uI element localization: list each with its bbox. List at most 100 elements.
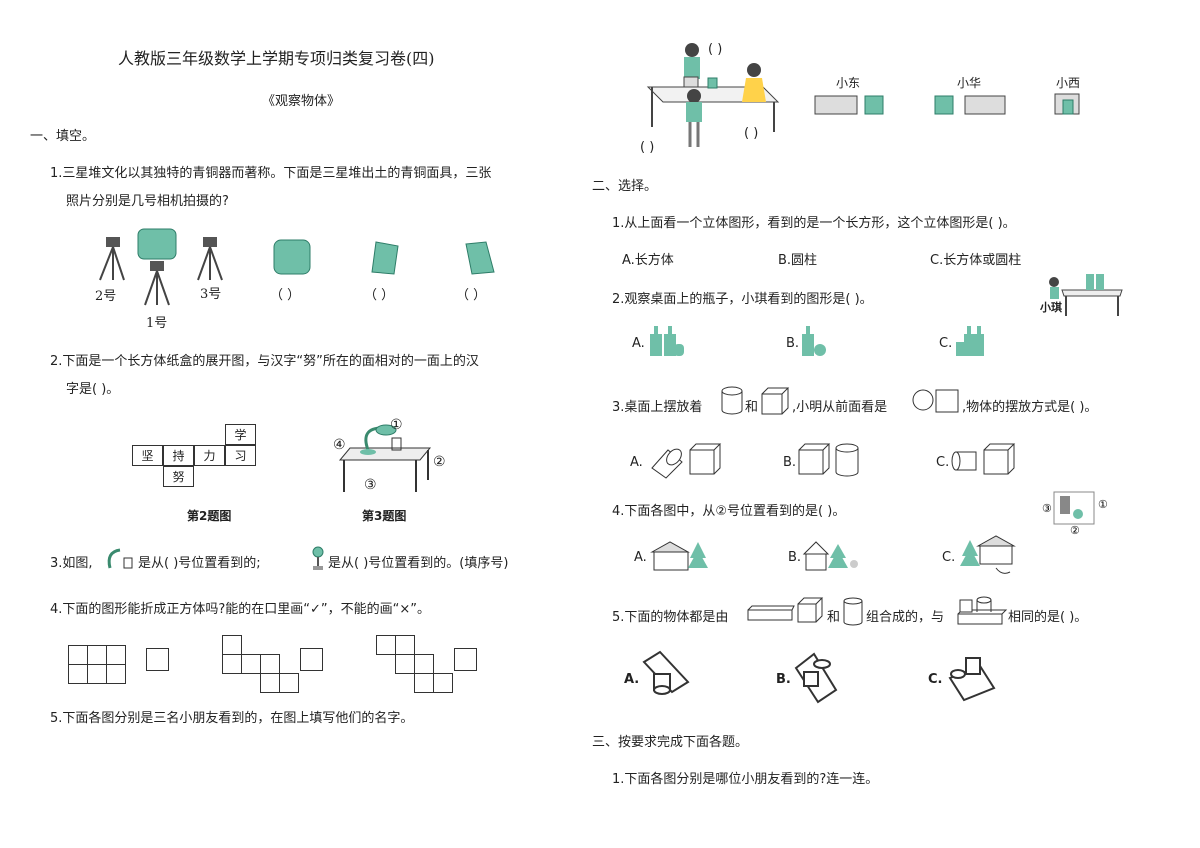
- s4-option-c-scene: [960, 535, 1016, 574]
- answer-box-net-1[interactable]: [146, 648, 169, 671]
- view-label-xiaohua: 小华: [957, 76, 982, 90]
- net-cell-nu: 努: [163, 466, 194, 487]
- s4-option-c[interactable]: C.: [942, 550, 956, 565]
- lamp-view-icon-a: [107, 548, 133, 569]
- s3-option-b-shapes: [798, 443, 859, 477]
- s3-text-b: 和: [745, 400, 759, 415]
- mask-photos: [273, 239, 495, 275]
- combined-shape-icon: [957, 596, 1008, 625]
- s4-option-a-scene: [650, 541, 708, 571]
- q2-text-line2: 字是( )。: [66, 382, 120, 397]
- answer-blank-mask-2[interactable]: （ ）: [364, 288, 395, 303]
- s1-option-b[interactable]: B.圆柱: [778, 253, 818, 268]
- view-label-xiaodong: 小东: [836, 76, 861, 90]
- s1-option-c[interactable]: C.长方体或圆柱: [930, 253, 1022, 268]
- s2-text: 2.观察桌面上的瓶子，小琪看到的图形是( )。: [612, 292, 873, 307]
- s5-option-a[interactable]: A.: [624, 672, 640, 687]
- position-3-label: ③: [364, 477, 377, 493]
- s5-option-a-solid: [642, 650, 690, 695]
- position-4-label: ④: [333, 437, 346, 453]
- s1-option-a[interactable]: A.长方体: [622, 253, 674, 268]
- answer-box-net-2[interactable]: [300, 648, 323, 671]
- position-map-figure: ③ ① ②: [1042, 491, 1108, 537]
- answer-blank-mask-1[interactable]: （ ）: [270, 288, 301, 303]
- net-cell-chi: 持: [163, 445, 194, 466]
- camera-1-label: 1号: [146, 316, 168, 331]
- figure-3-caption: 第3题图: [362, 509, 407, 523]
- s5-option-b-solid: [794, 652, 838, 704]
- s3-text-d: ,物体的摆放方式是( )。: [962, 400, 1098, 415]
- s2-option-c-bottles: [956, 326, 984, 356]
- answer-blank-child-top[interactable]: ( ): [708, 42, 723, 57]
- lamp-view-icon-b: [312, 546, 324, 570]
- table-lamp-figure: [338, 424, 432, 492]
- s2-option-b-bottles: [802, 326, 826, 356]
- q3-text-b: 是从( )号位置看到的;: [138, 556, 261, 571]
- net-cell-xue: 学: [225, 424, 256, 445]
- s5-text-c: 组合成的，与: [866, 610, 945, 625]
- q1-text-line2: 照片分别是几号相机拍摄的?: [66, 194, 229, 209]
- section-2-heading: 二、选择。: [592, 179, 658, 194]
- front-view-icon: [912, 389, 959, 413]
- section-3-heading: 三、按要求完成下面各题。: [592, 735, 749, 750]
- s4-option-b[interactable]: B.: [788, 550, 802, 565]
- small-cube-icon: [797, 597, 824, 623]
- page-subtitle: 《观察物体》: [262, 94, 341, 109]
- answer-blank-child-bottom[interactable]: ( ): [640, 140, 655, 155]
- q3-text-c: 是从( )号位置看到的。(填序号): [328, 556, 509, 571]
- s5-text-a: 5.下面的物体都是由: [612, 610, 729, 625]
- s5-option-b[interactable]: B.: [776, 672, 791, 687]
- s5-option-c[interactable]: C.: [928, 672, 943, 687]
- position-1-label: ①: [390, 417, 403, 433]
- children-table-figure: [646, 43, 780, 147]
- svg-text:①: ①: [1098, 498, 1108, 511]
- cube-icon: [761, 387, 790, 415]
- s5-text-b: 和: [827, 610, 841, 625]
- svg-text:③: ③: [1042, 502, 1052, 515]
- answer-box-net-3[interactable]: [454, 648, 477, 671]
- answer-blank-mask-3[interactable]: （ ）: [456, 288, 487, 303]
- camera-2-label: 2号: [95, 289, 117, 304]
- s4-option-b-scene: [802, 541, 858, 571]
- s5-option-c-solid: [948, 657, 996, 702]
- s2-option-a-bottles: [650, 326, 684, 356]
- q2-text-line1: 2.下面是一个长方体纸盒的展开图，与汉字“努”所在的面相对的一面上的汉: [50, 354, 479, 369]
- t1-text: 1.下面各图分别是哪位小朋友看到的?连一连。: [612, 772, 879, 787]
- section-1-heading: 一、填空。: [30, 129, 96, 144]
- s2-option-a[interactable]: A.: [632, 336, 645, 351]
- svg-text:②: ②: [1070, 524, 1080, 537]
- camera-tripods-figure: [99, 228, 223, 306]
- q4-text: 4.下面的图形能折成正方体吗?能的在口里画“✓”，不能的画“×”。: [50, 602, 431, 617]
- figure-2-caption: 第2题图: [187, 509, 232, 523]
- q5-text: 5.下面各图分别是三名小朋友看到的，在图上填写他们的名字。: [50, 711, 414, 726]
- q1-text-line1: 1.三星堆文化以其独特的青铜器而著称。下面是三星堆出土的青铜面具，三张: [50, 166, 492, 181]
- long-bar-icon: [747, 605, 795, 621]
- s3-option-a[interactable]: A.: [630, 455, 643, 470]
- s2-option-b[interactable]: B.: [786, 336, 800, 351]
- s4-text: 4.下面各图中，从②号位置看到的是( )。: [612, 504, 846, 519]
- q3-text-a: 3.如图,: [50, 556, 93, 571]
- s3-option-c[interactable]: C.: [936, 455, 950, 470]
- view-label-xiaoxi: 小西: [1056, 76, 1081, 90]
- net-cell-xi: 习: [225, 445, 256, 466]
- small-cylinder-icon: [843, 597, 863, 626]
- xiaoqi-label: 小琪: [1040, 301, 1062, 314]
- s3-option-b[interactable]: B.: [783, 455, 797, 470]
- views-objects-figure: [814, 93, 1080, 115]
- xiaoqi-table-figure: [1049, 274, 1123, 316]
- s3-text-a: 3.桌面上摆放着: [612, 400, 703, 415]
- s3-option-a-shapes: [651, 443, 722, 479]
- camera-3-label: 3号: [200, 287, 222, 302]
- s3-option-c-shapes: [951, 443, 1016, 475]
- s4-option-a[interactable]: A.: [634, 550, 647, 565]
- net-cell-jian: 坚: [132, 445, 163, 466]
- page-title: 人教版三年级数学上学期专项归类复习卷(四): [118, 49, 435, 68]
- net-cell-li: 力: [194, 445, 225, 466]
- s5-text-d: 相同的是( )。: [1008, 610, 1088, 625]
- answer-blank-child-right[interactable]: ( ): [744, 126, 759, 141]
- s3-text-c: ,小明从前面看是: [792, 400, 888, 415]
- cylinder-icon: [721, 386, 743, 415]
- s2-option-c[interactable]: C.: [939, 336, 953, 351]
- position-2-label: ②: [433, 454, 446, 470]
- s1-text: 1.从上面看一个立体图形，看到的是一个长方形，这个立体图形是( )。: [612, 216, 1016, 231]
